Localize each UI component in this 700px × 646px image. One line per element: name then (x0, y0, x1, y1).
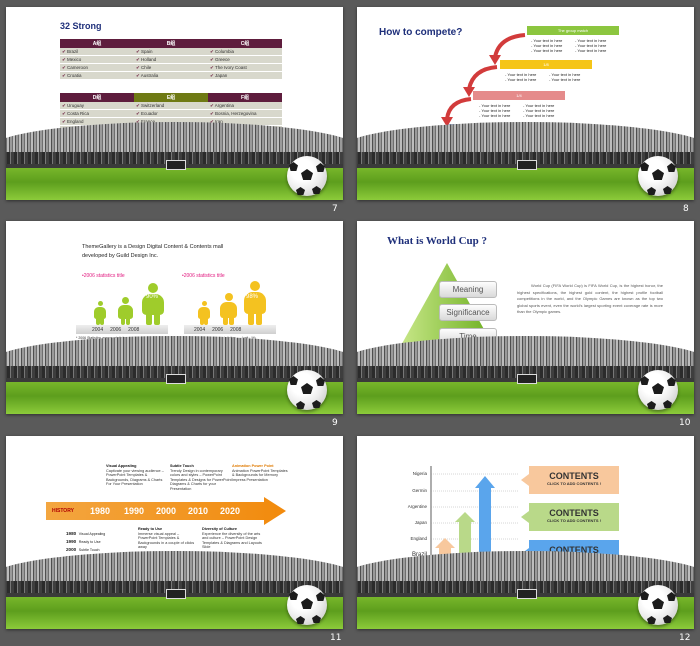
stat-title-right: •2006 statistics title (182, 273, 225, 279)
stage-bar-quarter: 1/4 (473, 91, 565, 100)
person-figure-icon (198, 301, 210, 325)
person-figure-icon (244, 281, 266, 325)
stadium-background (6, 122, 343, 200)
figure-base-right (184, 325, 276, 334)
stadium-background (6, 336, 343, 414)
slide-10-title: What is World Cup ? (387, 235, 488, 247)
soccer-ball-icon (638, 156, 678, 196)
slide-number-7: 7 (332, 204, 338, 214)
soccer-ball-icon (638, 370, 678, 410)
timeline-year-1990: 1990 (124, 506, 145, 516)
stage-list-3: - Your text in here- Your text in here- … (479, 103, 511, 118)
stage-bar-group-match: The group match (527, 26, 619, 35)
y-label-japan: Japan (414, 520, 427, 525)
y-label-england: England (410, 536, 427, 541)
slide-9-thumbnail[interactable]: ThemeGallery is a Design Digital Content… (6, 221, 343, 414)
slide-number-11: 11 (330, 633, 342, 643)
stage-list-1b: - Your text in here- Your text in here- … (575, 38, 607, 53)
slide-number-10: 10 (679, 418, 691, 428)
world-cup-description: World Cup (FIFA World Cup) is FIFA World… (517, 283, 663, 314)
soccer-ball-icon (287, 585, 327, 625)
timeline-year-1980: 1980 (90, 506, 111, 516)
history-arrow (46, 497, 286, 525)
person-figure-icon (220, 293, 237, 325)
timeline-year-2010: 2010 (188, 506, 209, 516)
slide-number-12: 12 (679, 633, 691, 643)
slide-8-thumbnail[interactable]: How to compete? The group match - Your t… (357, 7, 694, 200)
slide-12-thumbnail[interactable]: Nigeria Germin Argentine Japan England B… (357, 436, 694, 629)
y-label-argentine: Argentine (407, 504, 427, 509)
person-figure-icon (118, 297, 133, 325)
figure-base-left (76, 325, 168, 334)
stat-title-left: •2006 statistics title (82, 273, 125, 279)
years-left: 2004 2006 2008 (92, 327, 140, 333)
slide-9-header: ThemeGallery is a Design Digital Content… (82, 244, 224, 259)
timeline-year-2000: 2000 (156, 506, 177, 516)
y-label-nigeria: Nigeria (412, 471, 427, 476)
soccer-ball-icon (287, 370, 327, 410)
soccer-ball-icon (638, 585, 678, 625)
pyramid-significance: Significance (439, 304, 497, 321)
slide-number-8: 8 (683, 204, 689, 214)
slide-7-title: 32 Strong (60, 21, 102, 31)
person-figure-icon (94, 301, 106, 325)
y-label-germin: Germin (412, 488, 427, 493)
soccer-ball-icon (287, 156, 327, 196)
stadium-background (357, 122, 694, 200)
pct-label-right: 98% (246, 294, 259, 300)
pct-label-left: 90% (146, 294, 159, 300)
pyramid-meaning: Meaning (439, 281, 497, 298)
stage-list-2b: - Your text in here- Your text in here (549, 72, 581, 82)
slide-10-thumbnail[interactable]: What is World Cup ? Meaning Significance… (357, 221, 694, 414)
stage-list-1: - Your text in here- Your text in here- … (531, 38, 563, 53)
stadium-background (357, 336, 694, 414)
stage-list-3b: - Your text in here- Your text in here- … (523, 103, 555, 118)
stage-bar-round-16: 1/8 (500, 60, 592, 69)
stadium-background (357, 551, 694, 629)
curved-arrows-icon (441, 33, 526, 127)
slide-8-title: How to compete? (379, 27, 463, 38)
stadium-background (6, 551, 343, 629)
years-right: 2004 2006 2008 (194, 327, 242, 333)
history-label: HISTORY (52, 508, 74, 514)
slide-number-9: 9 (332, 418, 338, 428)
person-figure-icon (142, 283, 164, 325)
timeline-year-2020: 2020 (220, 506, 241, 516)
stage-list-2: - Your text in here- Your text in here (505, 72, 537, 82)
